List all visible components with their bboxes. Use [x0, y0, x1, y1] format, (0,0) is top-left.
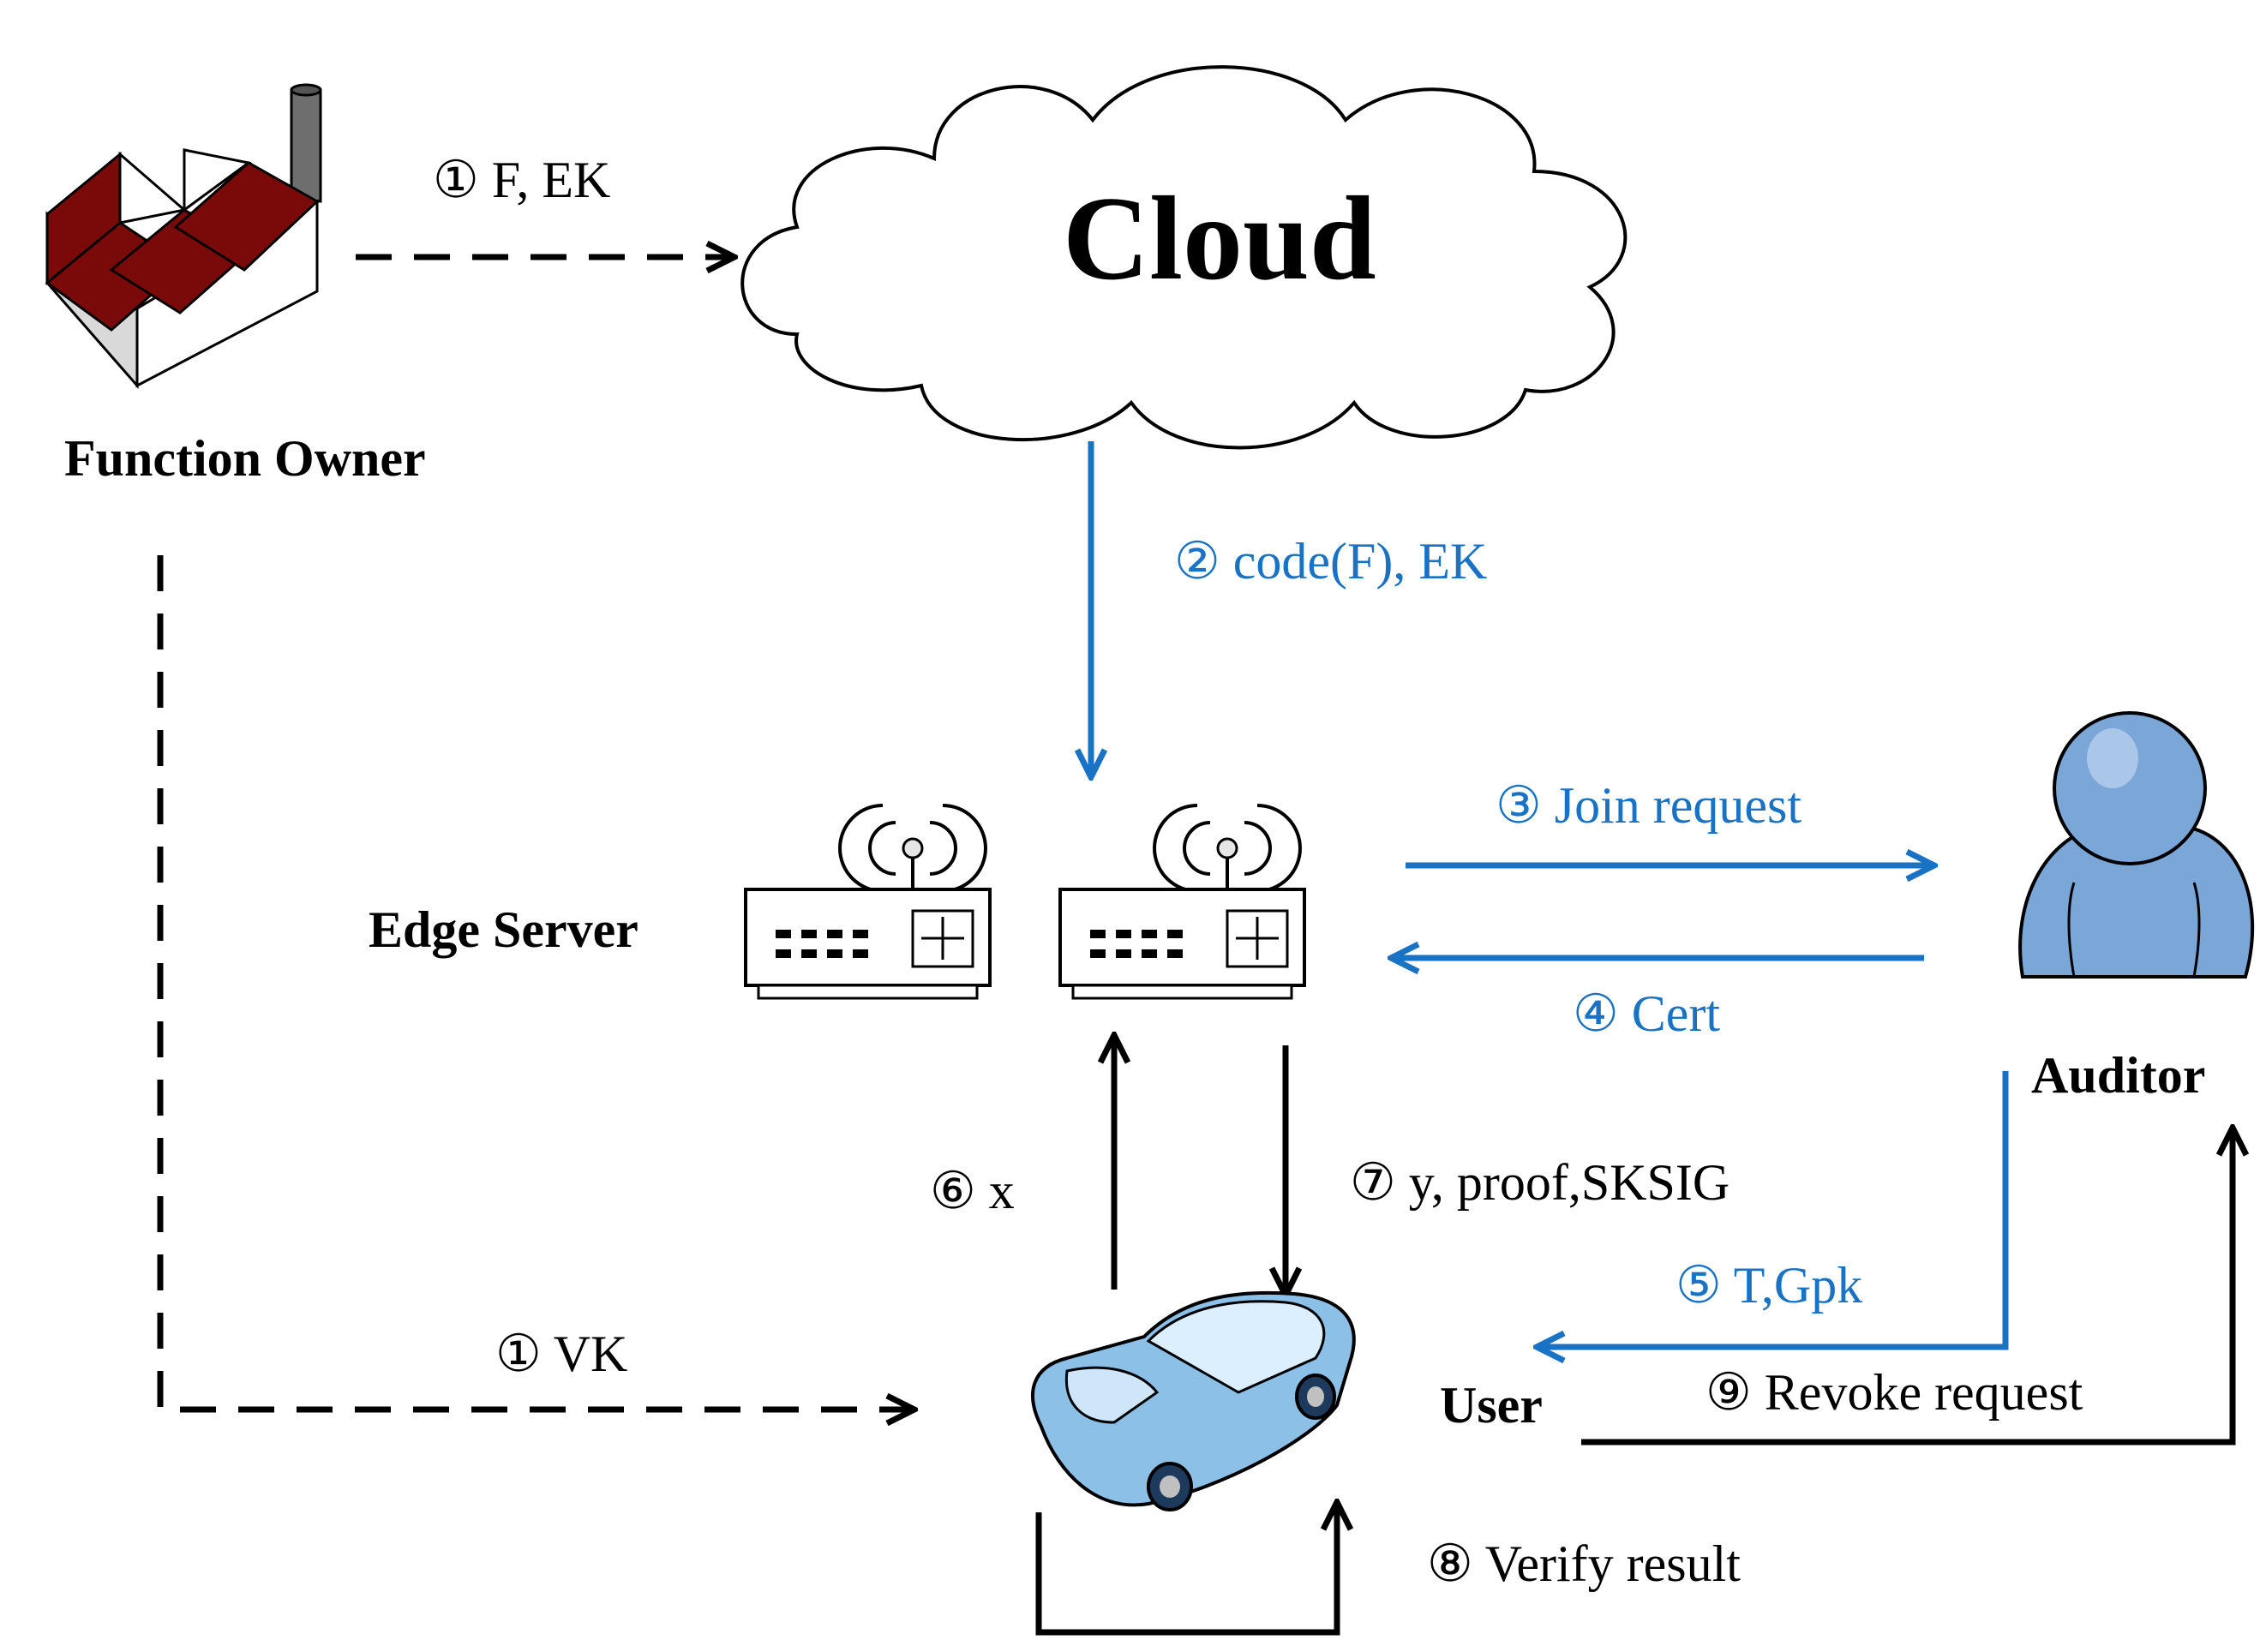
arrow-t-gpk	[1538, 1071, 2009, 1347]
arrow-cert-label: ④ Cert	[1573, 985, 1720, 1042]
arrow-revoke-request-label: ⑨ Revoke request	[1705, 1364, 2083, 1421]
arrow-t-gpk-label: ⑤ T,Gpk	[1676, 1257, 1862, 1314]
car-icon	[1031, 1290, 1356, 1511]
arrow-vk	[157, 555, 913, 1410]
arrow-join-request-label: ③ Join request	[1496, 777, 1801, 834]
arrow-y-proof-label: ⑦ y, proof,SKSIG	[1350, 1154, 1729, 1211]
arrow-verify-result-label: ⑧ Verify result	[1427, 1535, 1741, 1592]
arrow-verify-result	[1035, 1504, 1337, 1636]
cloud-label: Cloud	[1063, 172, 1376, 305]
function-owner-label: Function Owner	[64, 430, 426, 487]
arrow-f-ek-label: ① F, EK	[433, 152, 610, 208]
router-icon	[744, 804, 992, 1000]
edge-server-label: Edge Server	[369, 901, 638, 958]
user-label: User	[1440, 1377, 1543, 1434]
arrow-x-label: ⑥ x	[930, 1163, 1015, 1219]
arrow-code-f-ek-label: ② code(F), EK	[1174, 533, 1487, 590]
arrow-revoke-request	[1581, 1129, 2233, 1446]
router-icon	[1058, 804, 1306, 1000]
cloud-icon	[740, 65, 1628, 450]
auditor-label: Auditor	[2031, 1047, 2205, 1104]
person-icon	[2018, 711, 2255, 979]
arrow-vk-label: ① VK	[495, 1326, 627, 1382]
factory-icon	[45, 83, 322, 389]
